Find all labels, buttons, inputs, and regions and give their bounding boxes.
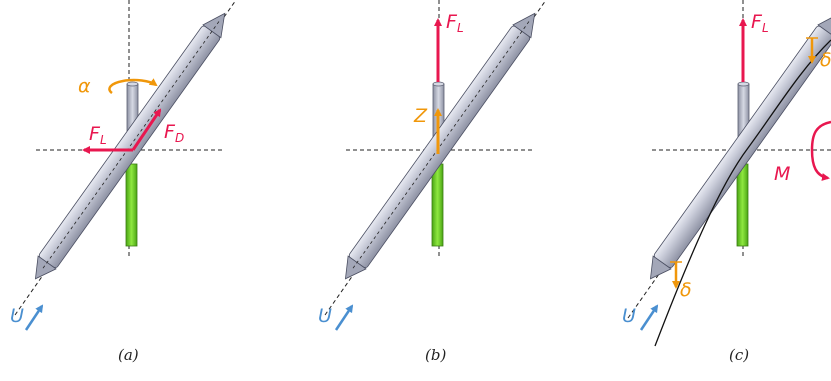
flow-label: U: [318, 305, 332, 327]
lift-label: FL: [446, 11, 464, 35]
heave-label: Z: [413, 105, 428, 127]
flow-arrow: [639, 304, 659, 331]
cylinder-body: [649, 12, 831, 280]
deflection-top-label: δ: [820, 49, 831, 71]
support-post: [431, 163, 444, 247]
alpha-label: α: [78, 75, 91, 97]
moment-arrow: [810, 120, 831, 181]
lift-label: FL: [89, 123, 107, 147]
panel-b-caption: (b): [425, 346, 446, 364]
deflection-bottom-label: δ: [680, 279, 692, 301]
flow-label: U: [10, 305, 24, 327]
support-post: [125, 163, 138, 247]
lift-label: FL: [751, 11, 769, 35]
flow-arrow: [334, 304, 354, 331]
moment-label: M: [774, 163, 790, 185]
cylinder-body: [344, 12, 536, 280]
support-post: [736, 163, 749, 247]
mast-top: [432, 81, 445, 87]
flow-label: U: [622, 305, 636, 327]
panel-c: FL δ δ M U (c): [622, 0, 831, 364]
flow-arrow: [24, 304, 44, 331]
deflection-curve: [654, 39, 831, 347]
panel-a-caption: (a): [118, 346, 139, 364]
mast-top: [737, 81, 750, 87]
drag-force-arrow: [131, 108, 162, 151]
mast-top: [126, 81, 139, 87]
cylinder-body: [34, 12, 226, 280]
drag-label: FD: [164, 121, 184, 145]
alpha-rotation-arrow: [108, 78, 158, 95]
panel-b: FL Z U (b): [318, 0, 547, 364]
panel-a: α FL FD U (a): [10, 0, 237, 364]
panel-c-caption: (c): [729, 346, 749, 364]
